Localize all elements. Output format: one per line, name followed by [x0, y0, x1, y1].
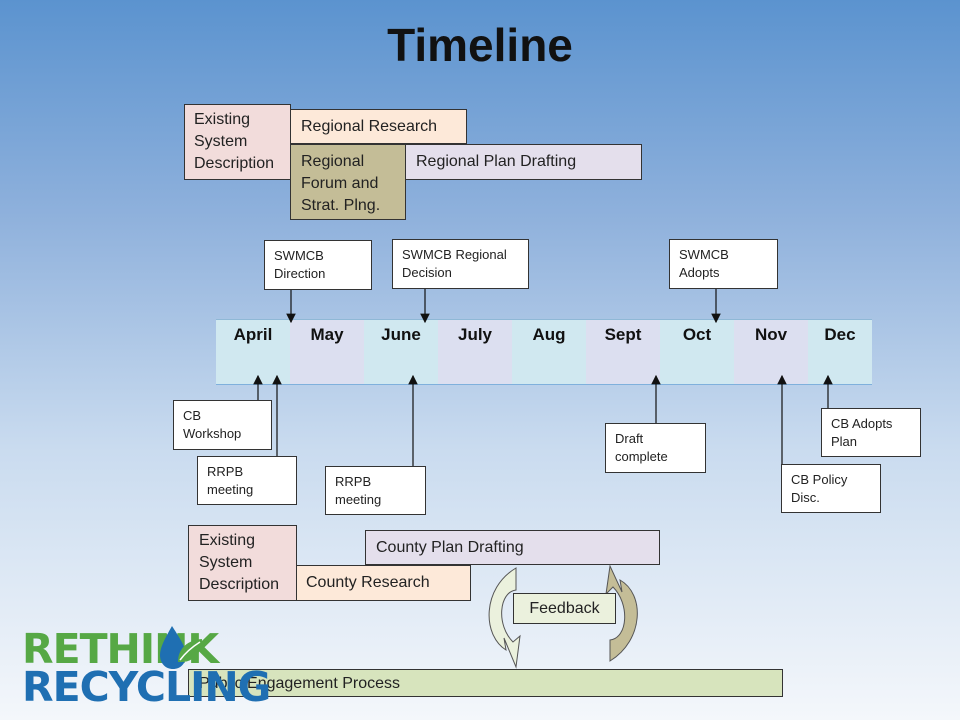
note-cb-policy-disc: CB Policy Disc. [781, 464, 881, 513]
note-cb-policy-disc-label: CB Policy Disc. [791, 472, 848, 505]
month-june: June [364, 320, 438, 384]
county-research-label: County Research [306, 574, 430, 591]
note-swmcb-regional-decision-label: SWMCB Regional Decision [402, 247, 507, 280]
feedback-box: Feedback [513, 593, 616, 624]
feedback-left-arrow [488, 567, 521, 669]
regional-forum-bar: Regional Forum and Strat. Plng. [290, 144, 406, 220]
note-draft-complete-label: Draft complete [615, 431, 668, 464]
regional-research-bar: Regional Research [290, 109, 467, 144]
county-existing-system-bar: Existing System Description [188, 525, 297, 601]
note-cb-workshop-label: CB Workshop [183, 408, 242, 441]
note-swmcb-adopts-label: SWMCB Adopts [679, 247, 729, 280]
month-nov: Nov [734, 320, 808, 384]
regional-existing-system-bar: Existing System Description [184, 104, 291, 180]
regional-research-label: Regional Research [301, 118, 438, 135]
month-aug: Aug [512, 320, 586, 384]
regional-plan-drafting-bar: Regional Plan Drafting [404, 144, 642, 180]
feedback-label: Feedback [529, 600, 600, 617]
logo-recycling: RECYCLING [22, 663, 271, 711]
month-dec: Dec [808, 320, 872, 384]
feedback-right-arrow [605, 564, 638, 662]
note-cb-adopts-plan: CB Adopts Plan [821, 408, 921, 457]
note-cb-adopts-plan-label: CB Adopts Plan [831, 416, 893, 449]
month-may: May [290, 320, 364, 384]
month-oct: Oct [660, 320, 734, 384]
note-rrpb-meeting-1-label: RRPB meeting [207, 464, 254, 497]
county-plan-drafting-bar: County Plan Drafting [365, 530, 660, 565]
note-rrpb-meeting-2-label: RRPB meeting [335, 474, 382, 507]
public-engagement-bar: Public Engagement Process [188, 669, 783, 697]
regional-existing-system-label: Existing System Description [194, 111, 275, 172]
page-title: Timeline [387, 19, 573, 71]
note-cb-workshop: CB Workshop [173, 400, 272, 450]
county-research-bar: County Research [295, 565, 471, 601]
county-existing-system-label: Existing System Description [199, 532, 280, 593]
note-rrpb-meeting-1: RRPB meeting [197, 456, 297, 505]
note-rrpb-meeting-2: RRPB meeting [325, 466, 426, 515]
regional-forum-label: Regional Forum and Strat. Plng. [301, 153, 381, 214]
note-swmcb-adopts: SWMCB Adopts [669, 239, 778, 289]
month-july: July [438, 320, 512, 384]
leaf-drop-icon [160, 626, 202, 669]
note-swmcb-regional-decision: SWMCB Regional Decision [392, 239, 529, 289]
county-plan-drafting-label: County Plan Drafting [376, 539, 524, 556]
note-swmcb-direction: SWMCB Direction [264, 240, 372, 290]
public-engagement-label: Public Engagement Process [199, 675, 400, 692]
regional-plan-drafting-label: Regional Plan Drafting [416, 153, 577, 170]
month-sept: Sept [586, 320, 660, 384]
note-swmcb-direction-label: SWMCB Direction [274, 248, 326, 281]
note-draft-complete: Draft complete [605, 423, 706, 473]
month-april: April [216, 320, 290, 384]
